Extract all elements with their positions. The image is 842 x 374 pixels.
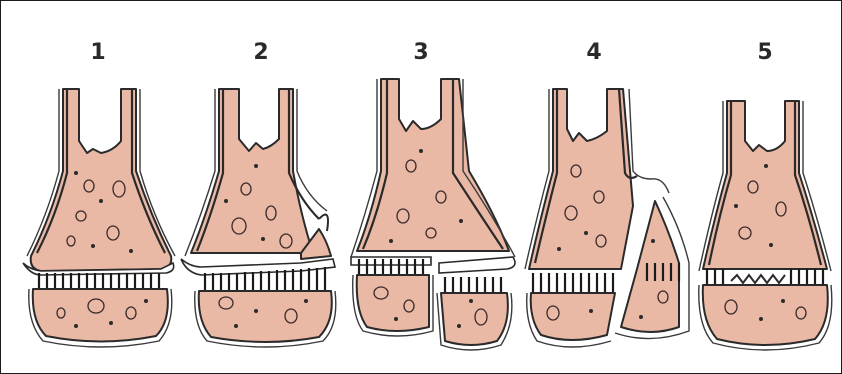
panel-label-5: 5 <box>745 41 785 65</box>
panel-2-bone-icon <box>181 89 336 347</box>
panel-label-4: 4 <box>574 41 614 65</box>
panel-5-bone-icon <box>699 101 832 350</box>
panel-label-2: 2 <box>241 41 281 65</box>
panel-label-1: 1 <box>78 41 118 65</box>
panel-4-bone-icon <box>525 89 689 347</box>
panel-label-3: 3 <box>401 41 441 65</box>
panel-3-bone-icon <box>351 79 515 350</box>
panel-1-bone-icon <box>23 89 175 347</box>
